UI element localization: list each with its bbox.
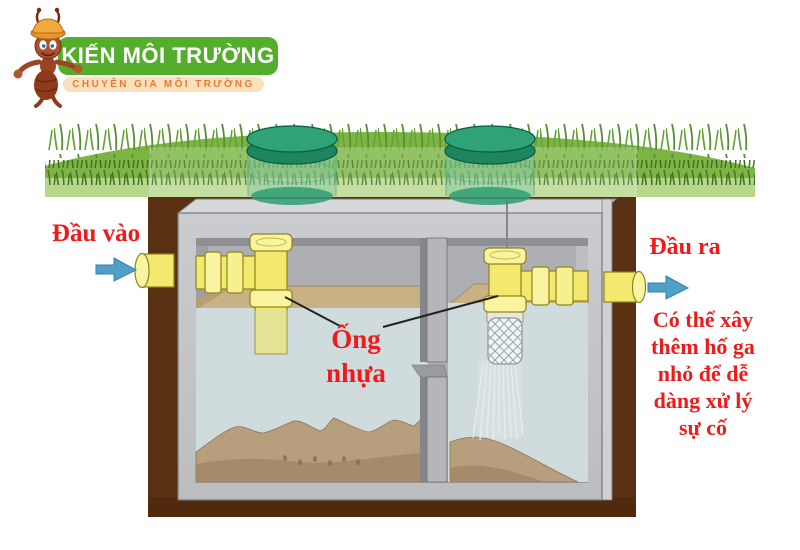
- manhole-cover-left: [246, 125, 338, 205]
- logo-title: KIẾN MÔI TRƯỜNG: [58, 37, 278, 75]
- note-line: nhỏ để dễ: [657, 361, 749, 386]
- note-line: thêm hố ga: [651, 334, 755, 359]
- note-label: Có thể xây thêm hố ga nhỏ để dễ dàng xử …: [622, 306, 784, 441]
- pipe-label-line2: nhựa: [326, 358, 386, 388]
- grass: [45, 122, 755, 197]
- manhole-cover-right: [444, 125, 536, 205]
- note-line: sự cố: [678, 415, 728, 440]
- pipe-label: Ống nhựa: [296, 322, 416, 390]
- note-line: dàng xử lý: [653, 388, 753, 413]
- outlet-pipe: [483, 200, 647, 313]
- filter-mesh: [486, 310, 524, 365]
- pipe-label-line1: Ống: [331, 324, 381, 354]
- pointer-lines: [284, 295, 499, 328]
- divider-wall: [411, 237, 448, 483]
- note-line: Có thể xây: [652, 307, 754, 332]
- sludge: [195, 411, 579, 483]
- inlet-pipe: [134, 233, 293, 356]
- inlet-label: Đầu vào: [51, 220, 141, 247]
- water-spray: [472, 360, 524, 441]
- outlet-arrow-icon: [647, 275, 690, 300]
- logo-subtitle: CHUYÊN GIA MÔI TRƯỜNG: [63, 77, 264, 92]
- inlet-arrow-icon: [95, 257, 138, 282]
- ant-mascot-icon: [13, 7, 83, 108]
- outlet-label: Đầu ra: [649, 234, 721, 260]
